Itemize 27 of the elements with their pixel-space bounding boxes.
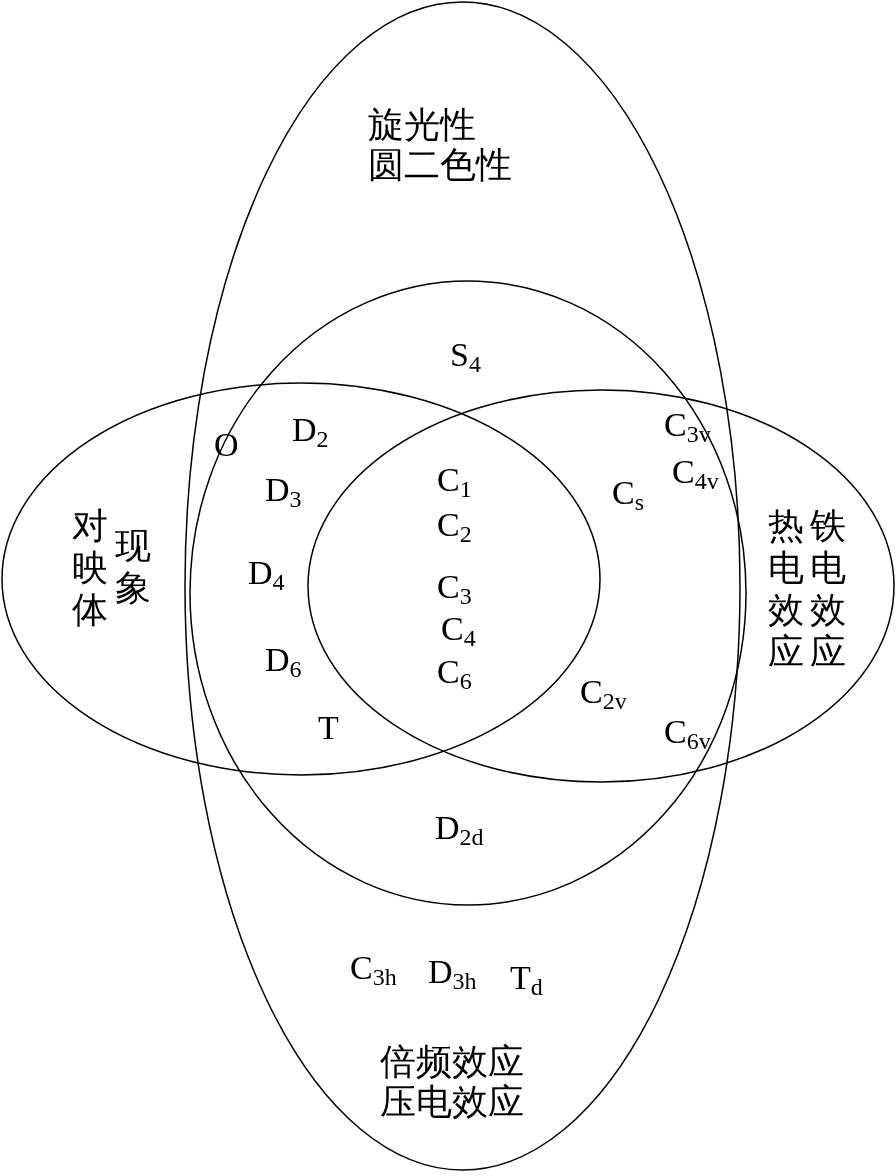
venn-ellipse	[2, 383, 600, 775]
point-group-label: T	[318, 708, 339, 748]
point-group-label: C$_{1}$	[437, 460, 472, 504]
point-group-label: D$_{6}$	[265, 640, 302, 684]
set-label: 旋光性圆二色性	[368, 105, 512, 185]
point-group-label: D$_{2}$	[292, 410, 329, 454]
set-label: 对映体	[72, 505, 109, 631]
set-label: 热电效应	[768, 505, 805, 673]
point-group-label: C$_{s}$	[612, 473, 645, 517]
point-group-label: C$_{2}$	[437, 505, 472, 549]
point-group-label: T$_{d}$	[510, 958, 543, 1002]
point-group-label: C$_{4v}$	[672, 452, 719, 496]
point-group-label: C$_{3}$	[437, 567, 472, 611]
point-group-label: D$_{4}$	[248, 553, 285, 597]
set-label: 现象	[115, 525, 152, 609]
point-group-label: D$_{3h}$	[428, 952, 477, 996]
set-label: 倍频效应压电效应	[380, 1042, 524, 1122]
set-label: 铁电效应	[810, 505, 847, 673]
point-group-label: C$_{6v}$	[664, 712, 711, 756]
point-group-label: C$_{4}$	[441, 609, 476, 653]
point-group-label: S$_{4}$	[450, 335, 481, 379]
point-group-label: C$_{2v}$	[580, 672, 627, 716]
point-group-label: D$_{2d}$	[435, 808, 484, 852]
point-group-label: C$_{3h}$	[350, 948, 397, 992]
point-group-label: C$_{6}$	[437, 652, 472, 696]
point-group-label: D$_{3}$	[265, 470, 302, 514]
venn-ellipse	[185, 2, 740, 1170]
